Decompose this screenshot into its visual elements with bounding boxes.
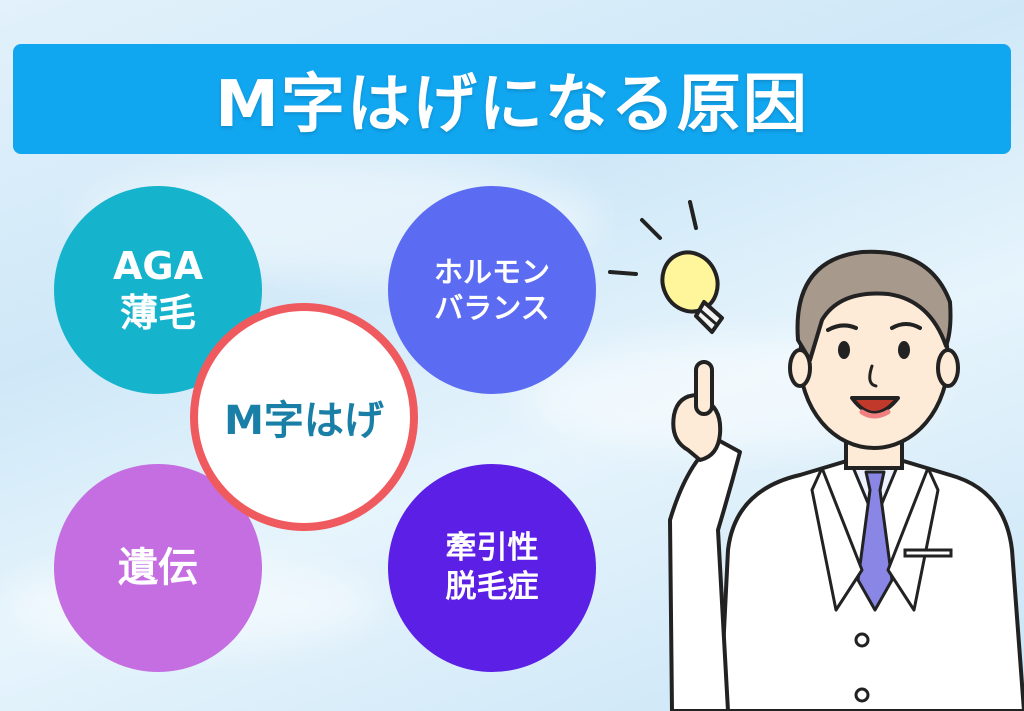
cause-traction-line1: 牽引性 (445, 530, 539, 567)
lightbulb-icon (660, 250, 724, 334)
doctor-head (788, 249, 960, 450)
title-banner: M字はげになる原因 (13, 44, 1011, 154)
cause-hormone-line1: ホルモン (433, 254, 550, 289)
pointing-hand (671, 360, 723, 462)
left-eye (838, 341, 850, 359)
right-eye (898, 341, 910, 359)
cause-traction-circle: 牽引性 脱毛症 (388, 464, 596, 672)
cause-aga-line1: AGA (112, 243, 203, 288)
idea-rays-icon (608, 200, 698, 276)
cause-hormone-line2: バランス (434, 291, 550, 325)
cause-genetics-label: 遺伝 (118, 543, 198, 593)
necktie (856, 470, 894, 612)
page-title: M字はげになる原因 (215, 68, 809, 142)
smiling-mouth (850, 396, 900, 415)
center-label: M字はげ (224, 398, 384, 444)
cause-traction-line2: 脱毛症 (445, 569, 539, 605)
cause-traction-label: 牽引性 脱毛症 (446, 529, 539, 607)
center-m-hair-loss-circle: M字はげ (190, 303, 418, 531)
cause-aga-line2: 薄毛 (119, 291, 196, 335)
hair (795, 249, 953, 362)
cause-hormone-label: ホルモン バランス (434, 254, 550, 327)
cause-hormone-circle: ホルモン バランス (388, 186, 596, 394)
doctor-illustration (608, 200, 1024, 711)
cause-aga-label: AGA 薄毛 (113, 243, 203, 338)
cause-genetics-line1: 遺伝 (118, 545, 198, 591)
